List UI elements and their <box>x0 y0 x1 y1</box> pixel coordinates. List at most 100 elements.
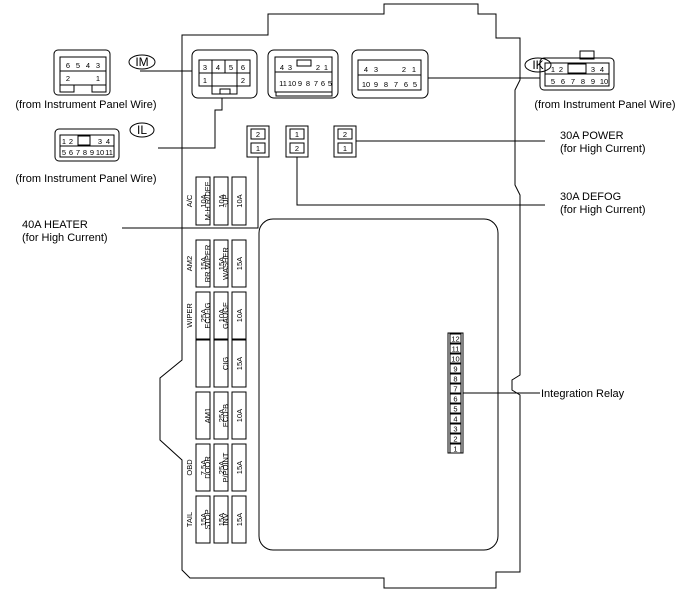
relay-pin-number: 4 <box>453 415 457 424</box>
ik-pin-4: 4 <box>364 65 368 74</box>
fuse-name: M-H R/DEF <box>203 181 212 220</box>
fuse-slot <box>231 291 247 340</box>
leader-lines <box>122 70 545 394</box>
il-detail-10: 10 <box>96 148 104 157</box>
relay-defog-bottom: 2 <box>295 144 299 153</box>
fuse-slot <box>213 291 229 340</box>
mid-pin-7: 7 <box>314 79 318 88</box>
ik-pin-6: 6 <box>404 80 408 89</box>
ik-detail-6: 6 <box>561 77 565 86</box>
mid-pin-4: 4 <box>280 63 284 72</box>
ik-detail-7: 7 <box>571 77 575 86</box>
fuse-slot <box>213 391 229 440</box>
connector-ik-socket: 4 3 2 1 10 9 8 7 6 5 <box>351 49 429 99</box>
il-detail-4: 4 <box>106 137 110 146</box>
fuse-name: TAIL <box>185 512 194 527</box>
heater-callout-title: 40A HEATER <box>22 219 88 231</box>
fuse-slot <box>195 339 211 388</box>
im-detail-4: 4 <box>86 61 90 70</box>
im-source-label: (from Instrument Panel Wire) <box>15 99 156 111</box>
relay-pin-number: 12 <box>451 335 459 344</box>
relay-pin-number: 7 <box>453 385 457 394</box>
im-detail-2: 2 <box>66 74 70 83</box>
im-detail-6: 6 <box>66 61 70 70</box>
ik-source-label: (from Instrument Panel Wire) <box>534 99 675 111</box>
il-detail-5: 5 <box>62 148 66 157</box>
relay-pin-box <box>449 423 462 434</box>
relay-defog-top: 1 <box>295 130 299 139</box>
ik-pin-5: 5 <box>413 80 417 89</box>
fuse-name: ECU-IG <box>203 302 212 328</box>
heater-callout-sub: (for High Current) <box>22 232 108 244</box>
relay-pin-number: 10 <box>451 355 459 364</box>
junction-block-outline <box>159 3 521 589</box>
relay-pin-number: 5 <box>453 405 457 414</box>
fuse-slot <box>213 339 229 388</box>
fuse-slot <box>213 495 229 544</box>
relay-pin-box <box>449 383 462 394</box>
fuse-rating: 15A <box>235 357 244 370</box>
ik-detail-10: 10 <box>600 77 608 86</box>
im-pin-6: 6 <box>241 63 245 72</box>
relay-block-heater: 2 1 <box>246 125 270 158</box>
ik-pin-2: 2 <box>402 65 406 74</box>
ik-pin-9: 9 <box>374 80 378 89</box>
ik-pin-7: 7 <box>394 80 398 89</box>
integration-relay-area <box>258 218 499 551</box>
ik-detail-3: 3 <box>591 65 595 74</box>
fuse-rating: 15A <box>235 461 244 474</box>
fuse-name: A/C <box>185 194 194 207</box>
im-detail-1: 1 <box>96 74 100 83</box>
fuse-slot <box>231 339 247 388</box>
ik-pin-8: 8 <box>384 80 388 89</box>
fuse-rating: 15A <box>199 513 208 526</box>
fuse-name: GAUGE <box>221 302 230 329</box>
ik-detail-9: 9 <box>591 77 595 86</box>
il-badge: IL <box>129 122 155 138</box>
mid-pin-2: 2 <box>316 63 320 72</box>
il-detail-11: 11 <box>105 148 113 157</box>
fuse-name: AM2 <box>185 256 194 271</box>
fuse-name: CIG <box>221 357 230 371</box>
il-detail-6: 6 <box>69 148 73 157</box>
fuse-name: STOP <box>203 509 212 529</box>
im-detail-3: 3 <box>96 61 100 70</box>
ik-detail-8: 8 <box>581 77 585 86</box>
fuse-slot <box>231 391 247 440</box>
fuse-name: P/POINT <box>221 452 230 482</box>
ik-pin-10: 10 <box>362 80 370 89</box>
im-pin-5: 5 <box>229 63 233 72</box>
fuse-name: OBD <box>185 459 194 476</box>
il-detail-8: 8 <box>83 148 87 157</box>
fuse-rating: 10A <box>235 309 244 322</box>
fuse-slot <box>213 176 229 226</box>
fuse-rating: 25A <box>217 409 226 422</box>
ik-detail-connector: 1 2 3 4 5 6 7 8 9 10 <box>539 50 615 91</box>
il-badge-label: IL <box>137 123 147 137</box>
fuse-rating: 15A <box>199 257 208 270</box>
il-detail-3: 3 <box>98 137 102 146</box>
relay-pin-box <box>449 403 462 414</box>
relay-pin-number: 3 <box>453 425 457 434</box>
im-pin-3: 3 <box>203 63 207 72</box>
im-pin-2: 2 <box>241 76 245 85</box>
relay-heater-top: 2 <box>256 130 260 139</box>
fuse-slot <box>231 176 247 226</box>
relay-pin-number: 9 <box>453 365 457 374</box>
il-source-label: (from Instrument Panel Wire) <box>15 173 156 185</box>
fuse-name: ECU-B <box>221 404 230 427</box>
mid-pin-11: 11 <box>279 79 287 88</box>
im-badge: IM <box>128 54 156 70</box>
relay-block-power: 2 1 <box>333 125 357 158</box>
fuse-slot <box>195 239 211 288</box>
fuse-rating: 10A <box>199 194 208 207</box>
im-badge-label: IM <box>135 55 148 69</box>
relay-pin-box <box>449 353 462 364</box>
fuse-rating: 15A <box>235 513 244 526</box>
fuse-name: WIPER <box>185 303 194 328</box>
integration-relay-label: Integration Relay <box>541 388 625 400</box>
relay-pin-box <box>449 413 462 424</box>
il-detail-9: 9 <box>90 148 94 157</box>
